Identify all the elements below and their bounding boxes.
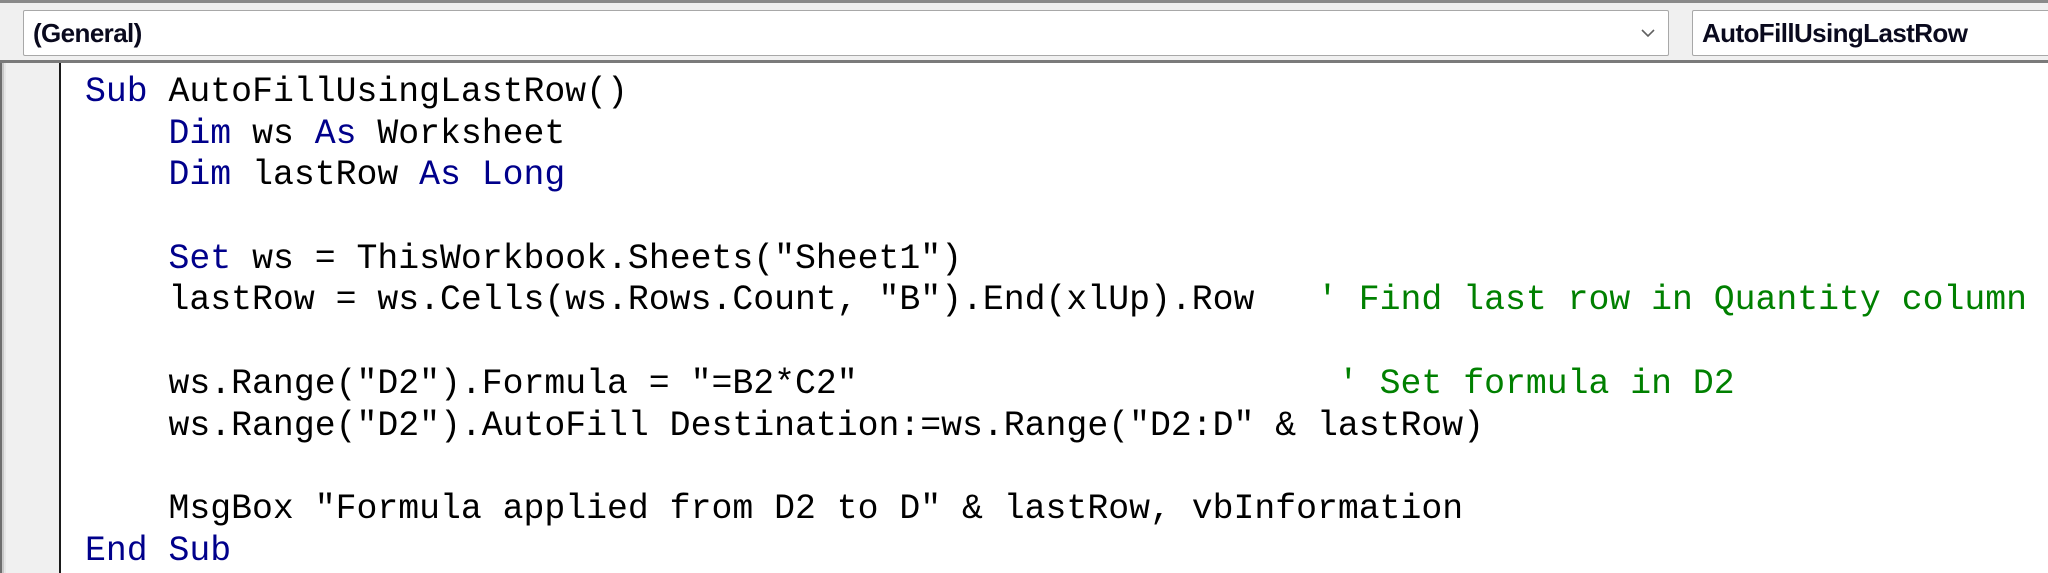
window-left-border xyxy=(0,63,6,573)
code-token: MsgBox "Formula applied from D2 to D" & … xyxy=(85,489,1464,529)
code-token: ws xyxy=(231,114,315,154)
code-token: Worksheet xyxy=(356,114,566,154)
code-line[interactable]: MsgBox "Formula applied from D2 to D" & … xyxy=(85,489,2027,531)
keyword: End xyxy=(85,531,148,571)
toolbar-separator xyxy=(0,60,2048,63)
comment: ' Find last row in Quantity column xyxy=(1317,281,2027,321)
keyword: Dim xyxy=(168,114,232,154)
code-line[interactable]: End Sub xyxy=(85,531,2027,573)
code-line[interactable] xyxy=(85,447,2027,489)
code-token: ws.Range("D2").Formula = "=B2*C2" xyxy=(85,364,1338,404)
code-token xyxy=(85,240,169,279)
code-window-toolbar: (General) AutoFillUsingLastRow xyxy=(0,3,2048,60)
keyword: Long xyxy=(481,156,566,196)
code-line[interactable] xyxy=(85,322,2027,364)
keyword: As xyxy=(419,156,461,196)
code-line[interactable]: Sub AutoFillUsingLastRow() xyxy=(85,72,2027,114)
code-line[interactable]: ws.Range("D2").Formula = "=B2*C2" ' Set … xyxy=(85,364,2027,406)
procedure-dropdown-value: AutoFillUsingLastRow xyxy=(1702,18,1968,48)
code-token: lastRow xyxy=(231,156,420,196)
code-line[interactable]: lastRow = ws.Cells(ws.Rows.Count, "B").E… xyxy=(85,280,2027,322)
code-line[interactable]: Dim ws As Worksheet xyxy=(85,114,2027,156)
code-line[interactable]: Dim lastRow As Long xyxy=(85,155,2027,197)
code-token xyxy=(148,532,169,571)
window-top-border xyxy=(0,0,2048,3)
code-token: lastRow = ws.Cells(ws.Rows.Count, "B").E… xyxy=(85,281,1318,321)
keyword: Dim xyxy=(168,156,232,196)
code-line[interactable]: ws.Range("D2").AutoFill Destination:=ws.… xyxy=(85,406,2027,448)
code-token: ws.Range("D2").AutoFill Destination:=ws.… xyxy=(85,406,1485,446)
code-editor[interactable]: Sub AutoFillUsingLastRow() Dim ws As Wor… xyxy=(61,63,2048,573)
code-token: AutoFillUsingLastRow() xyxy=(147,73,628,112)
keyword: Sub xyxy=(168,531,232,571)
code-token xyxy=(461,156,482,195)
keyword: Sub xyxy=(85,73,148,112)
comment: ' Set formula in D2 xyxy=(1337,364,1735,404)
procedure-dropdown[interactable]: AutoFillUsingLastRow xyxy=(1692,10,2048,56)
code-line[interactable]: Set ws = ThisWorkbook.Sheets("Sheet1") xyxy=(85,239,2027,281)
code-token xyxy=(85,156,169,195)
chevron-down-icon[interactable] xyxy=(1638,23,1658,43)
margin-indicator-bar[interactable] xyxy=(6,63,59,573)
keyword: As xyxy=(314,114,357,154)
keyword: Set xyxy=(168,239,232,279)
code-line[interactable] xyxy=(85,197,2027,239)
object-dropdown[interactable]: (General) xyxy=(23,10,1669,56)
margin-divider xyxy=(59,63,61,573)
code-token xyxy=(85,115,169,154)
code-text[interactable]: Sub AutoFillUsingLastRow() Dim ws As Wor… xyxy=(85,72,2027,572)
object-dropdown-value: (General) xyxy=(33,18,142,48)
code-token: ws = ThisWorkbook.Sheets("Sheet1") xyxy=(231,239,963,279)
